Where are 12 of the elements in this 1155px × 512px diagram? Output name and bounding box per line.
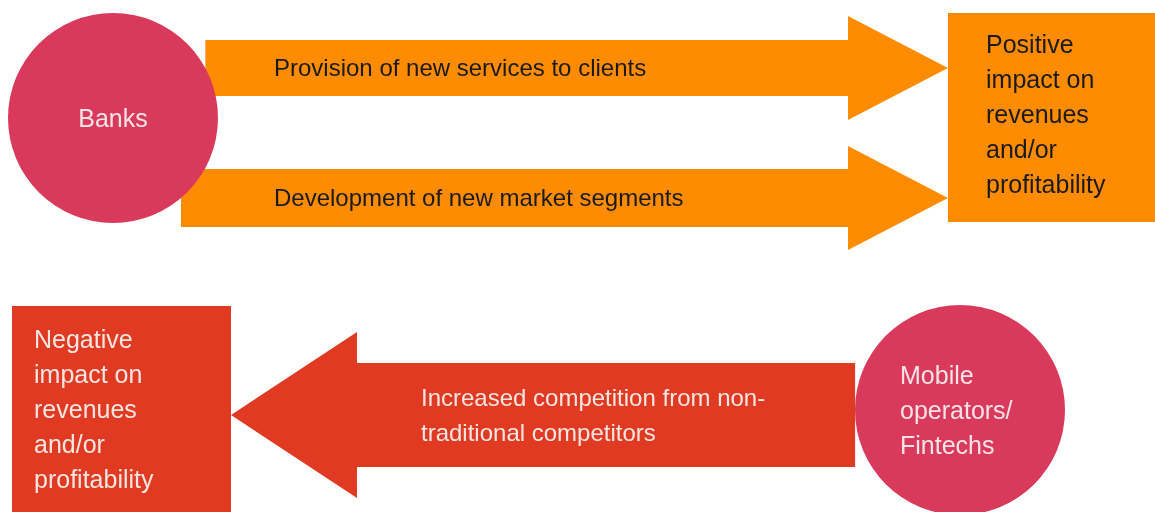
- node-text: Mobile operators/ Fintechs: [900, 359, 1014, 461]
- node-text: Positive impact on revenues and/or profitability: [986, 29, 1107, 200]
- edge-label: Development of new market segments: [274, 183, 684, 213]
- process-box: [948, 13, 1155, 222]
- process-box: [12, 306, 231, 512]
- block-arrow: [231, 332, 856, 498]
- block-arrow: [181, 146, 948, 250]
- edge-label: Provision of new services to clients: [274, 53, 647, 83]
- node-text: Negative impact on revenues and/or profitability: [34, 324, 155, 495]
- node-text: Banks: [78, 102, 148, 134]
- block-arrow: [205, 16, 948, 120]
- edge-label: Increased competition from non-traditional competitors: [421, 383, 766, 448]
